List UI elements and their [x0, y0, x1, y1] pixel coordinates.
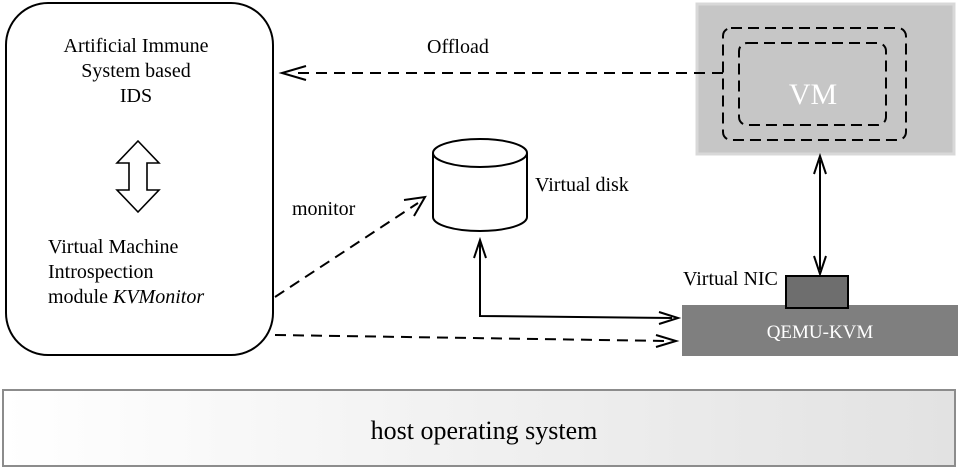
ids-box: Artificial Immune System based IDS Virtu… — [5, 2, 274, 356]
monitor-label: monitor — [292, 198, 356, 220]
offload-label: Offload — [427, 36, 489, 58]
host-os-bar — [2, 389, 956, 467]
virtual-disk-body — [432, 153, 528, 232]
host-os-label: host operating system — [371, 416, 598, 445]
virtual-disk-top — [432, 138, 528, 168]
virtual-nic-label: Virtual NIC — [683, 268, 778, 290]
qemu-arrowhead — [658, 311, 682, 325]
ids-qemu-arrow — [274, 334, 669, 342]
vm-panel: VM — [695, 2, 956, 156]
virtual-disk-label: Virtual disk — [535, 174, 629, 196]
vm-nic-arrowhead-bottom — [813, 255, 827, 278]
module-prefix: module — [48, 286, 113, 308]
virtual-nic-box — [785, 275, 849, 309]
bidirectional-arrow-icon — [115, 139, 161, 214]
vm-dashed-outer — [722, 27, 907, 141]
ids-title-line-1: Artificial Immune — [64, 35, 209, 57]
ids-qemu-arrowhead — [655, 334, 680, 348]
vmi-line-3: module KVMonitor — [48, 286, 204, 308]
monitor-arrow — [274, 202, 419, 298]
disk-arrowhead — [473, 236, 487, 259]
qemu-kvm-label: QEMU-KVM — [767, 322, 874, 343]
qemu-kvm-bar — [682, 305, 958, 356]
vmi-line-1: Virtual Machine — [48, 236, 179, 258]
vmi-line-2: Introspection — [48, 261, 154, 283]
virtual-disk — [432, 138, 528, 232]
vm-nic-arrowhead-top — [813, 152, 827, 175]
ids-title-line-3: IDS — [120, 85, 152, 107]
module-name: KVMonitor — [112, 286, 204, 308]
vm-dashed-inner — [738, 42, 887, 126]
offload-arrowhead — [278, 65, 307, 81]
monitor-arrowhead — [403, 195, 427, 217]
vm-label: VM — [789, 78, 837, 111]
ids-title-line-2: System based — [81, 60, 190, 82]
disk-qemu-link — [479, 240, 673, 319]
